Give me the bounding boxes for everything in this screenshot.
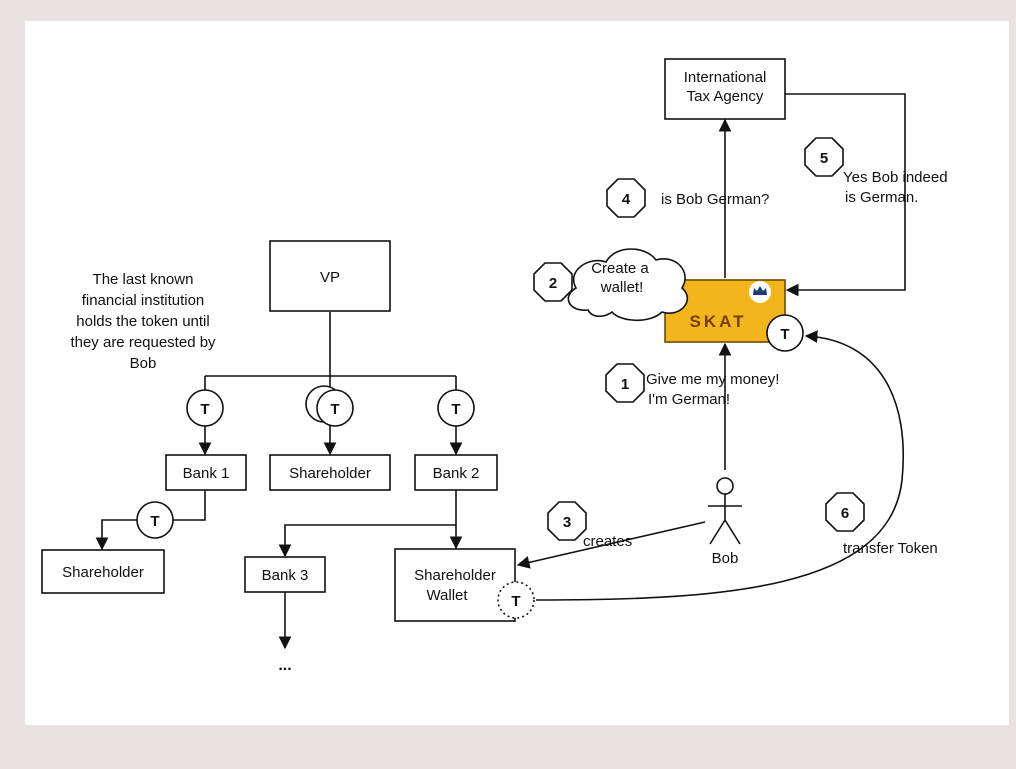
step2-label-line2: wallet! — [600, 279, 644, 296]
step4-number: 4 — [622, 191, 631, 208]
token-vp-bank1: T — [186, 389, 224, 427]
institution-note: The last known financial institution hol… — [70, 271, 216, 372]
step4-label: is Bob German? — [661, 191, 769, 208]
shareholder-wallet-node: Shareholder Wallet — [394, 548, 516, 622]
step1-label-line1: Give me my money! — [646, 371, 779, 388]
step3-number: 3 — [563, 514, 571, 531]
wallet-label-line2: Wallet — [426, 587, 468, 604]
bank2-label: Bank 2 — [433, 465, 480, 482]
step-markers: 1 2 3 4 5 6 — [533, 137, 865, 541]
bank3-label: Bank 3 — [262, 567, 309, 584]
arrow-transfer-token — [535, 330, 904, 601]
token-label: T — [780, 326, 789, 343]
token-wallet: T — [497, 581, 535, 619]
bob-label: Bob — [712, 550, 739, 567]
diagram-canvas: VP International Tax Agency Bank 1 Share… — [25, 21, 1009, 725]
shareholder-left-node: Shareholder — [41, 549, 165, 594]
note-line: Bob — [130, 355, 157, 372]
note-line: financial institution — [82, 292, 205, 309]
step3-marker: 3 — [547, 501, 587, 541]
intl-tax-label-line1: International — [684, 69, 767, 86]
step6-label: transfer Token — [843, 540, 938, 557]
token-label: T — [451, 401, 460, 418]
crown-icon — [753, 286, 767, 295]
token-markers: T T T T T T — [136, 314, 804, 619]
note-line: The last known — [93, 271, 194, 288]
person-icon — [708, 477, 742, 545]
step6-marker: 6 — [825, 492, 865, 532]
token-label: T — [511, 593, 520, 610]
token-label: T — [200, 401, 209, 418]
intl-tax-agency-node: International Tax Agency — [664, 58, 786, 120]
cloud-shape — [567, 248, 689, 322]
step2-number: 2 — [549, 275, 557, 292]
step5-label-line1: Yes Bob indeed — [843, 169, 948, 186]
arrow-intltax-to-skat — [785, 93, 906, 297]
bob-actor: Bob — [708, 477, 742, 567]
bank1-node: Bank 1 — [165, 454, 247, 491]
step3-label: creates — [583, 533, 632, 550]
vp-node: VP — [269, 240, 391, 312]
step1-label-line2: I'm German! — [648, 391, 730, 408]
skat-logo-text: SKAT — [689, 312, 746, 331]
token-label: T — [330, 401, 339, 418]
bank1-label: Bank 1 — [183, 465, 230, 482]
step1-number: 1 — [621, 376, 629, 393]
intl-tax-label-line2: Tax Agency — [687, 88, 764, 105]
step2-label-line1: Create a — [591, 260, 649, 277]
bank2-node: Bank 2 — [414, 454, 498, 491]
note-line: they are requested by — [70, 334, 216, 351]
create-wallet-cloud: Create a wallet! — [567, 248, 689, 322]
token-label: T — [150, 513, 159, 530]
bank3-node: Bank 3 — [244, 556, 326, 593]
shareholder-mid-label: Shareholder — [289, 465, 371, 482]
wallet-label-line1: Shareholder — [414, 567, 496, 584]
step5-number: 5 — [820, 150, 828, 167]
step1-marker: 1 — [605, 363, 645, 403]
step5-label-line2: is German. — [845, 189, 918, 206]
shareholder-mid-node: Shareholder — [269, 454, 391, 491]
step4-marker: 4 — [606, 178, 646, 218]
ellipsis-label: ... — [278, 657, 291, 674]
arrow-bob-creates-wallet — [516, 521, 706, 569]
step5-marker: 5 — [804, 137, 844, 177]
token-skat: T — [766, 314, 804, 352]
arrow-bank2-to-bank3 — [278, 524, 456, 558]
step6-number: 6 — [841, 505, 849, 522]
token-bank1-shareholder: T — [136, 501, 174, 539]
vp-label: VP — [320, 269, 340, 286]
shareholder-left-label: Shareholder — [62, 564, 144, 581]
note-line: holds the token until — [76, 313, 209, 330]
token-vp-bank2: T — [437, 389, 475, 427]
token-vp-shareholder: T — [305, 385, 354, 427]
diagram-svg: VP International Tax Agency Bank 1 Share… — [41, 58, 948, 674]
step2-marker: 2 — [533, 262, 573, 302]
